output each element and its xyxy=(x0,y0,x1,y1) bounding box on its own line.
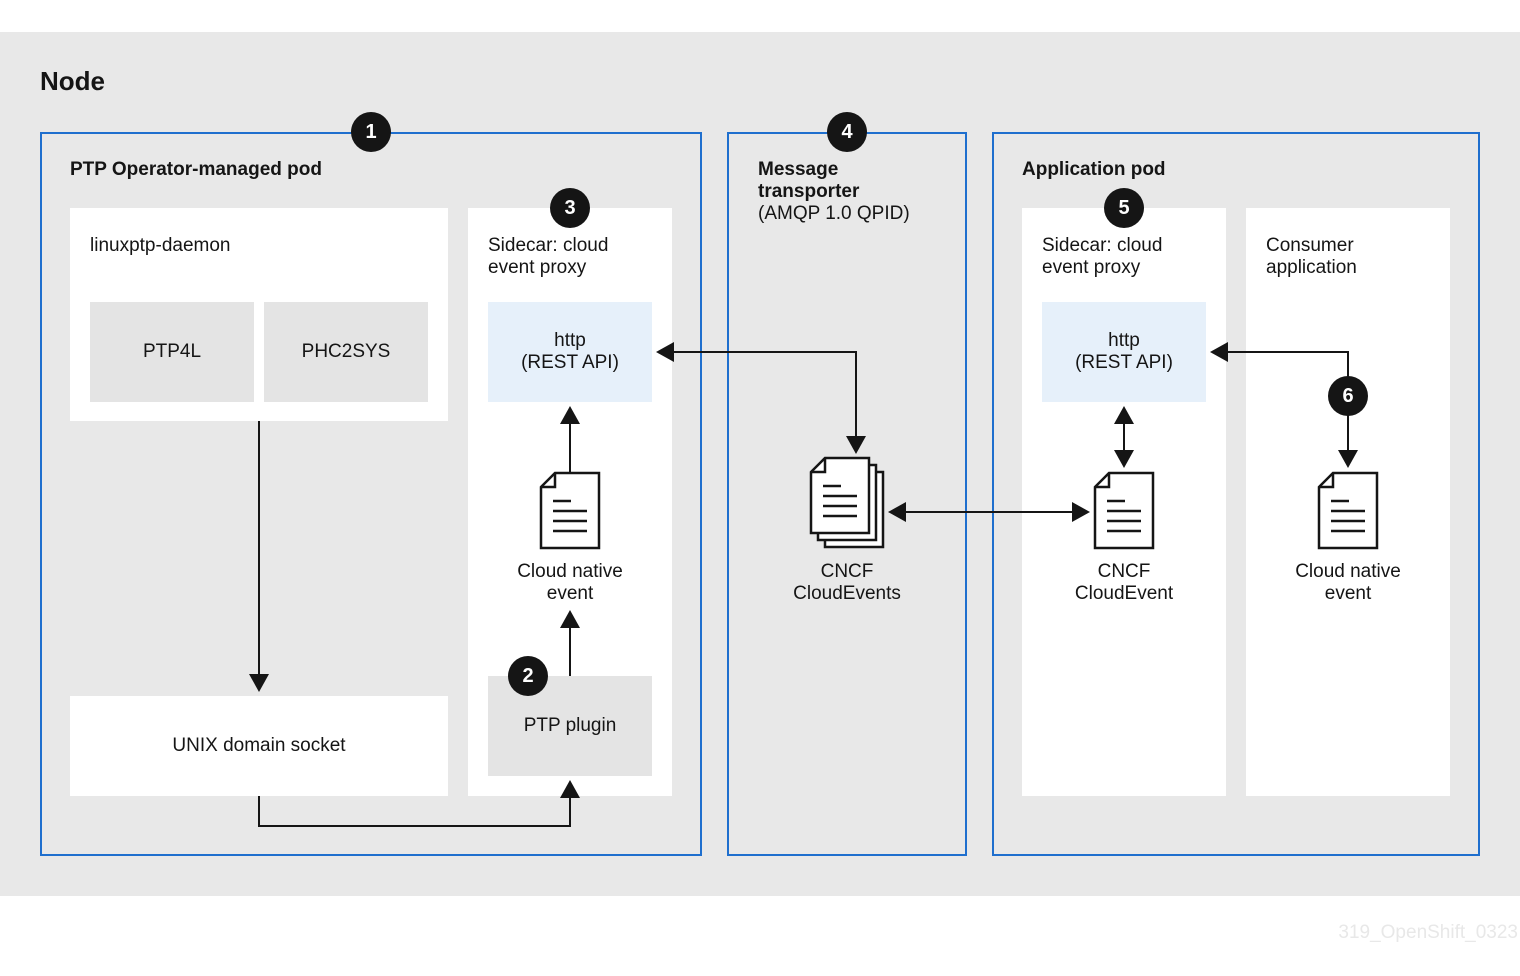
node-title: Node xyxy=(40,66,105,96)
unix-domain-socket-box: UNIX domain socket xyxy=(70,696,448,796)
consumer-cloud-native-event-label: Cloud native event xyxy=(1295,561,1401,604)
arrow-socket-to-plugin xyxy=(258,780,580,827)
ptp-cloud-native-event-label: Cloud native event xyxy=(517,561,623,604)
linuxptp-daemon-title: linuxptp-daemon xyxy=(90,235,231,256)
cncf-cloudevent-label: CNCF CloudEvent xyxy=(1074,561,1174,604)
arrow-app-http-to-app-event xyxy=(1114,406,1134,468)
app-sidecar-title: Sidecar: cloud event proxy xyxy=(1042,235,1163,278)
transporter-title: Message transporter (AMQP 1.0 QPID) xyxy=(758,159,910,224)
figure-id-watermark: 319_OpenShift_0323 xyxy=(1338,922,1518,943)
arrow-app-http-to-consumer xyxy=(1210,342,1358,468)
arrow-ptp-http-to-transporter xyxy=(656,342,866,454)
arrow-daemon-to-socket xyxy=(249,421,269,692)
arrow-event-to-ptp-http xyxy=(560,406,580,472)
arrow-plugin-to-event xyxy=(560,610,580,676)
app-http-rest-api-box: http (REST API) xyxy=(1042,302,1206,402)
step-badge-3: 3 xyxy=(550,188,590,228)
step-badge-4: 4 xyxy=(827,112,867,152)
ptp-plugin-box: PTP plugin xyxy=(488,676,652,776)
consumer-application-title: Consumer application xyxy=(1266,235,1357,278)
step-badge-2: 2 xyxy=(508,656,548,696)
step-badge-5: 5 xyxy=(1104,188,1144,228)
ptp-sidecar-title: Sidecar: cloud event proxy xyxy=(488,235,609,278)
step-badge-6: 6 xyxy=(1328,376,1368,416)
ptp-http-rest-api-box: http (REST API) xyxy=(488,302,652,402)
ptp-pod-title: PTP Operator-managed pod xyxy=(70,159,322,180)
arrow-transporter-to-app-event xyxy=(888,502,1090,522)
ptp4l-box: PTP4L xyxy=(90,302,254,402)
step-badge-1: 1 xyxy=(351,112,391,152)
cncf-cloudevent-document-icon xyxy=(1093,471,1155,550)
phc2sys-box: PHC2SYS xyxy=(264,302,428,402)
cncf-cloudevents-stacked-document-icon xyxy=(809,456,885,549)
application-pod xyxy=(992,132,1480,856)
ptp-cloud-native-event-document-icon xyxy=(539,471,601,550)
application-pod-title: Application pod xyxy=(1022,159,1166,180)
consumer-cloud-native-event-document-icon xyxy=(1317,471,1379,550)
transporter-subtitle: (AMQP 1.0 QPID) xyxy=(758,203,910,224)
cncf-cloudevents-label: CNCF CloudEvents xyxy=(793,561,901,604)
